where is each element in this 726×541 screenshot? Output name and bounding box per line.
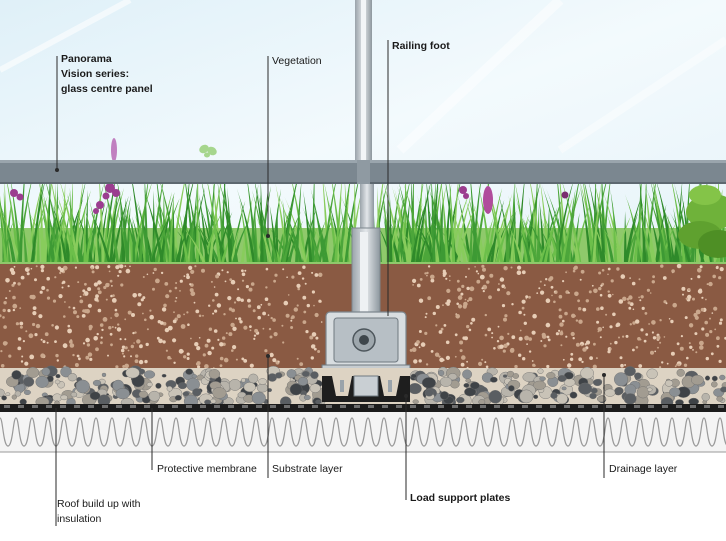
label-railing-foot: Railing foot <box>392 40 450 52</box>
label-vegetation: Vegetation <box>272 55 322 67</box>
railing-foot-assembly <box>321 227 411 374</box>
drainage-mat-texture <box>4 405 724 408</box>
label-substrate-layer: Substrate layer <box>272 463 343 475</box>
label-glass-panel-line3: glass centre panel <box>61 83 153 95</box>
soil-texture <box>0 263 726 369</box>
load-support-plate <box>322 375 410 402</box>
leader-lines <box>55 40 605 526</box>
butterfly-icon <box>199 144 217 158</box>
gravel-texture <box>0 365 726 409</box>
leafy-plant <box>678 185 726 258</box>
purple-flowers <box>10 183 569 214</box>
label-roof-build-up-line2: insulation <box>57 513 102 525</box>
flower-spike <box>111 138 117 162</box>
drainage-mat <box>0 404 726 412</box>
label-drainage-layer: Drainage layer <box>609 463 678 475</box>
label-roof-build-up-line1: Roof build up with <box>57 498 141 510</box>
insulation-wave <box>0 417 726 447</box>
label-load-support-plates: Load support plates <box>410 492 511 504</box>
label-glass-panel-line1: Panorama <box>61 53 112 65</box>
label-protective-membrane: Protective membrane <box>157 463 257 475</box>
label-roof-build-up: Roof build up with insulation <box>57 497 140 527</box>
label-glass-panel: Panorama Vision series: glass centre pan… <box>61 52 153 97</box>
leader-dots <box>55 168 606 398</box>
label-glass-panel-line2: Vision series: <box>61 68 130 80</box>
